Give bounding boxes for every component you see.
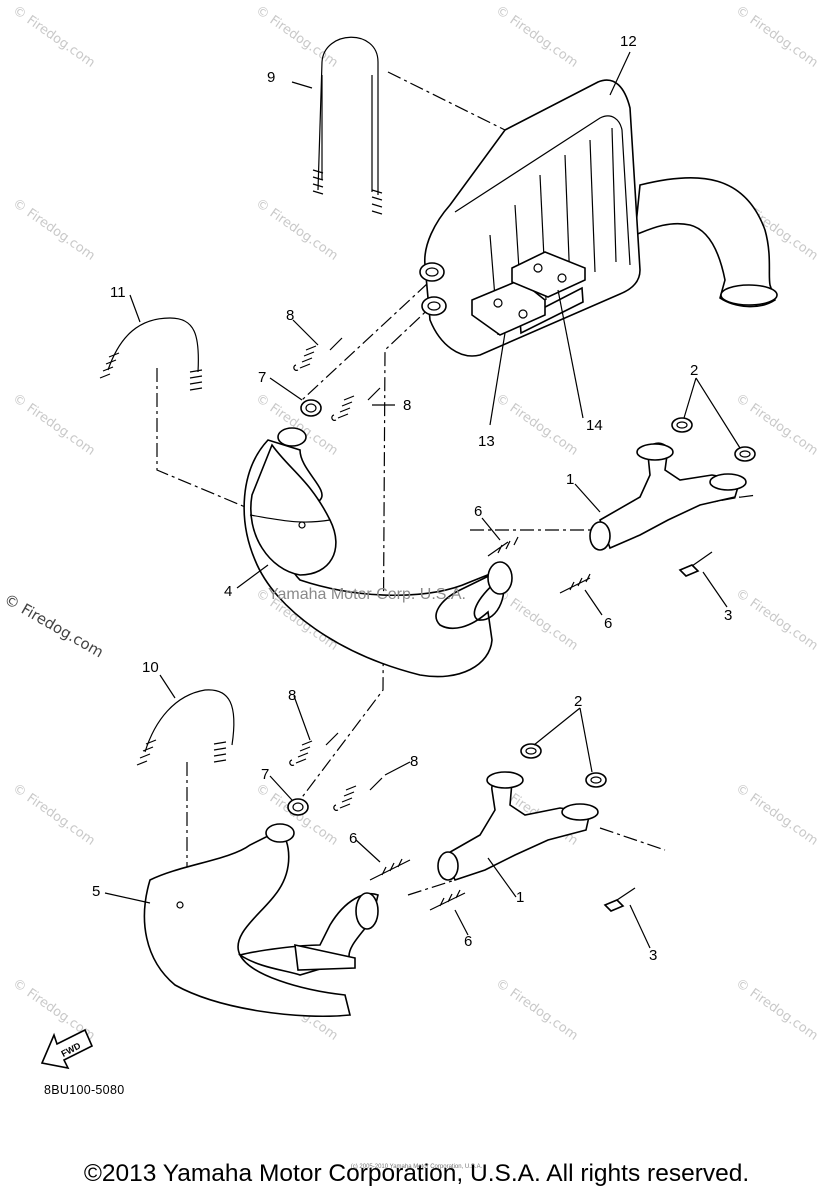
- callouts: 1 1 2 2 3 3 4 5 6 6 6 6 7 7 8 8 8 8 9 10…: [92, 33, 732, 964]
- copyright-notice: ©2013 Yamaha Motor Corporation, U.S.A. A…: [83, 1160, 750, 1187]
- callout-9: 9: [267, 69, 275, 86]
- seal-7: [287, 399, 322, 816]
- callout-14: 14: [586, 417, 603, 434]
- callout-6: 6: [464, 933, 472, 950]
- watermark-layer: © Firedog.com © Firedog.com © Firedog.co…: [10, 3, 821, 1044]
- callout-7: 7: [261, 766, 269, 783]
- callout-2: 2: [574, 693, 582, 710]
- watermark: © Firedog.com: [733, 3, 821, 71]
- callout-1: 1: [566, 471, 574, 488]
- spring-6: [369, 536, 591, 911]
- watermark: © Firedog.com: [253, 3, 341, 71]
- callout-3: 3: [724, 607, 732, 624]
- spring-8: [289, 337, 383, 811]
- exhaust-pipe-5: [143, 823, 379, 1018]
- strap-11: [99, 317, 203, 391]
- callout-6: 6: [349, 830, 357, 847]
- bracket-14: [511, 251, 586, 298]
- callout-13: 13: [478, 433, 495, 450]
- callout-5: 5: [92, 883, 100, 900]
- watermark: © Firedog.com: [733, 976, 821, 1044]
- watermark: © Firedog.com: [493, 586, 581, 654]
- fine-print: (c) 2005-2010 Yamaha Motor Corporation, …: [350, 1164, 483, 1170]
- muffler: [419, 79, 778, 357]
- watermark: © Firedog.com: [253, 196, 341, 264]
- strap-10: [136, 689, 235, 766]
- callout-8: 8: [403, 397, 411, 414]
- watermark: © Firedog.com: [10, 391, 98, 459]
- callout-8: 8: [286, 307, 294, 324]
- callout-2: 2: [690, 362, 698, 379]
- watermark: © Firedog.com: [10, 781, 98, 849]
- leader-lines: [104, 51, 741, 949]
- diagram-code: 8BU100-5080: [44, 1083, 125, 1097]
- manifold-1-lower: [437, 771, 599, 881]
- watermark: © Firedog.com: [733, 586, 821, 654]
- watermark: © Firedog.com: [493, 976, 581, 1044]
- callout-6: 6: [604, 615, 612, 632]
- callout-3: 3: [649, 947, 657, 964]
- bolt-3: [603, 551, 713, 912]
- fwd-arrow-icon: FWD: [40, 1028, 94, 1070]
- exhaust-pipe-4: [243, 427, 513, 678]
- callout-8: 8: [288, 687, 296, 704]
- callout-11: 11: [110, 284, 126, 301]
- callout-10: 10: [142, 659, 159, 676]
- manifold-1-upper: [589, 442, 747, 551]
- watermark: © Firedog.com: [10, 196, 98, 264]
- callout-1: 1: [516, 889, 524, 906]
- callout-6: 6: [474, 503, 482, 520]
- strap-9: [312, 36, 383, 215]
- callout-4: 4: [224, 583, 232, 600]
- callout-12: 12: [620, 33, 637, 50]
- center-watermark: Yamaha Motor Corp. U.S.A.: [268, 586, 466, 603]
- watermark: © Firedog.com: [493, 3, 581, 71]
- callout-7: 7: [258, 369, 266, 386]
- watermark: © Firedog.com: [733, 781, 821, 849]
- gasket-2: [520, 417, 756, 788]
- watermark: © Firedog.com: [10, 3, 98, 71]
- watermark: © Firedog.com: [493, 391, 581, 459]
- callout-8: 8: [410, 753, 418, 770]
